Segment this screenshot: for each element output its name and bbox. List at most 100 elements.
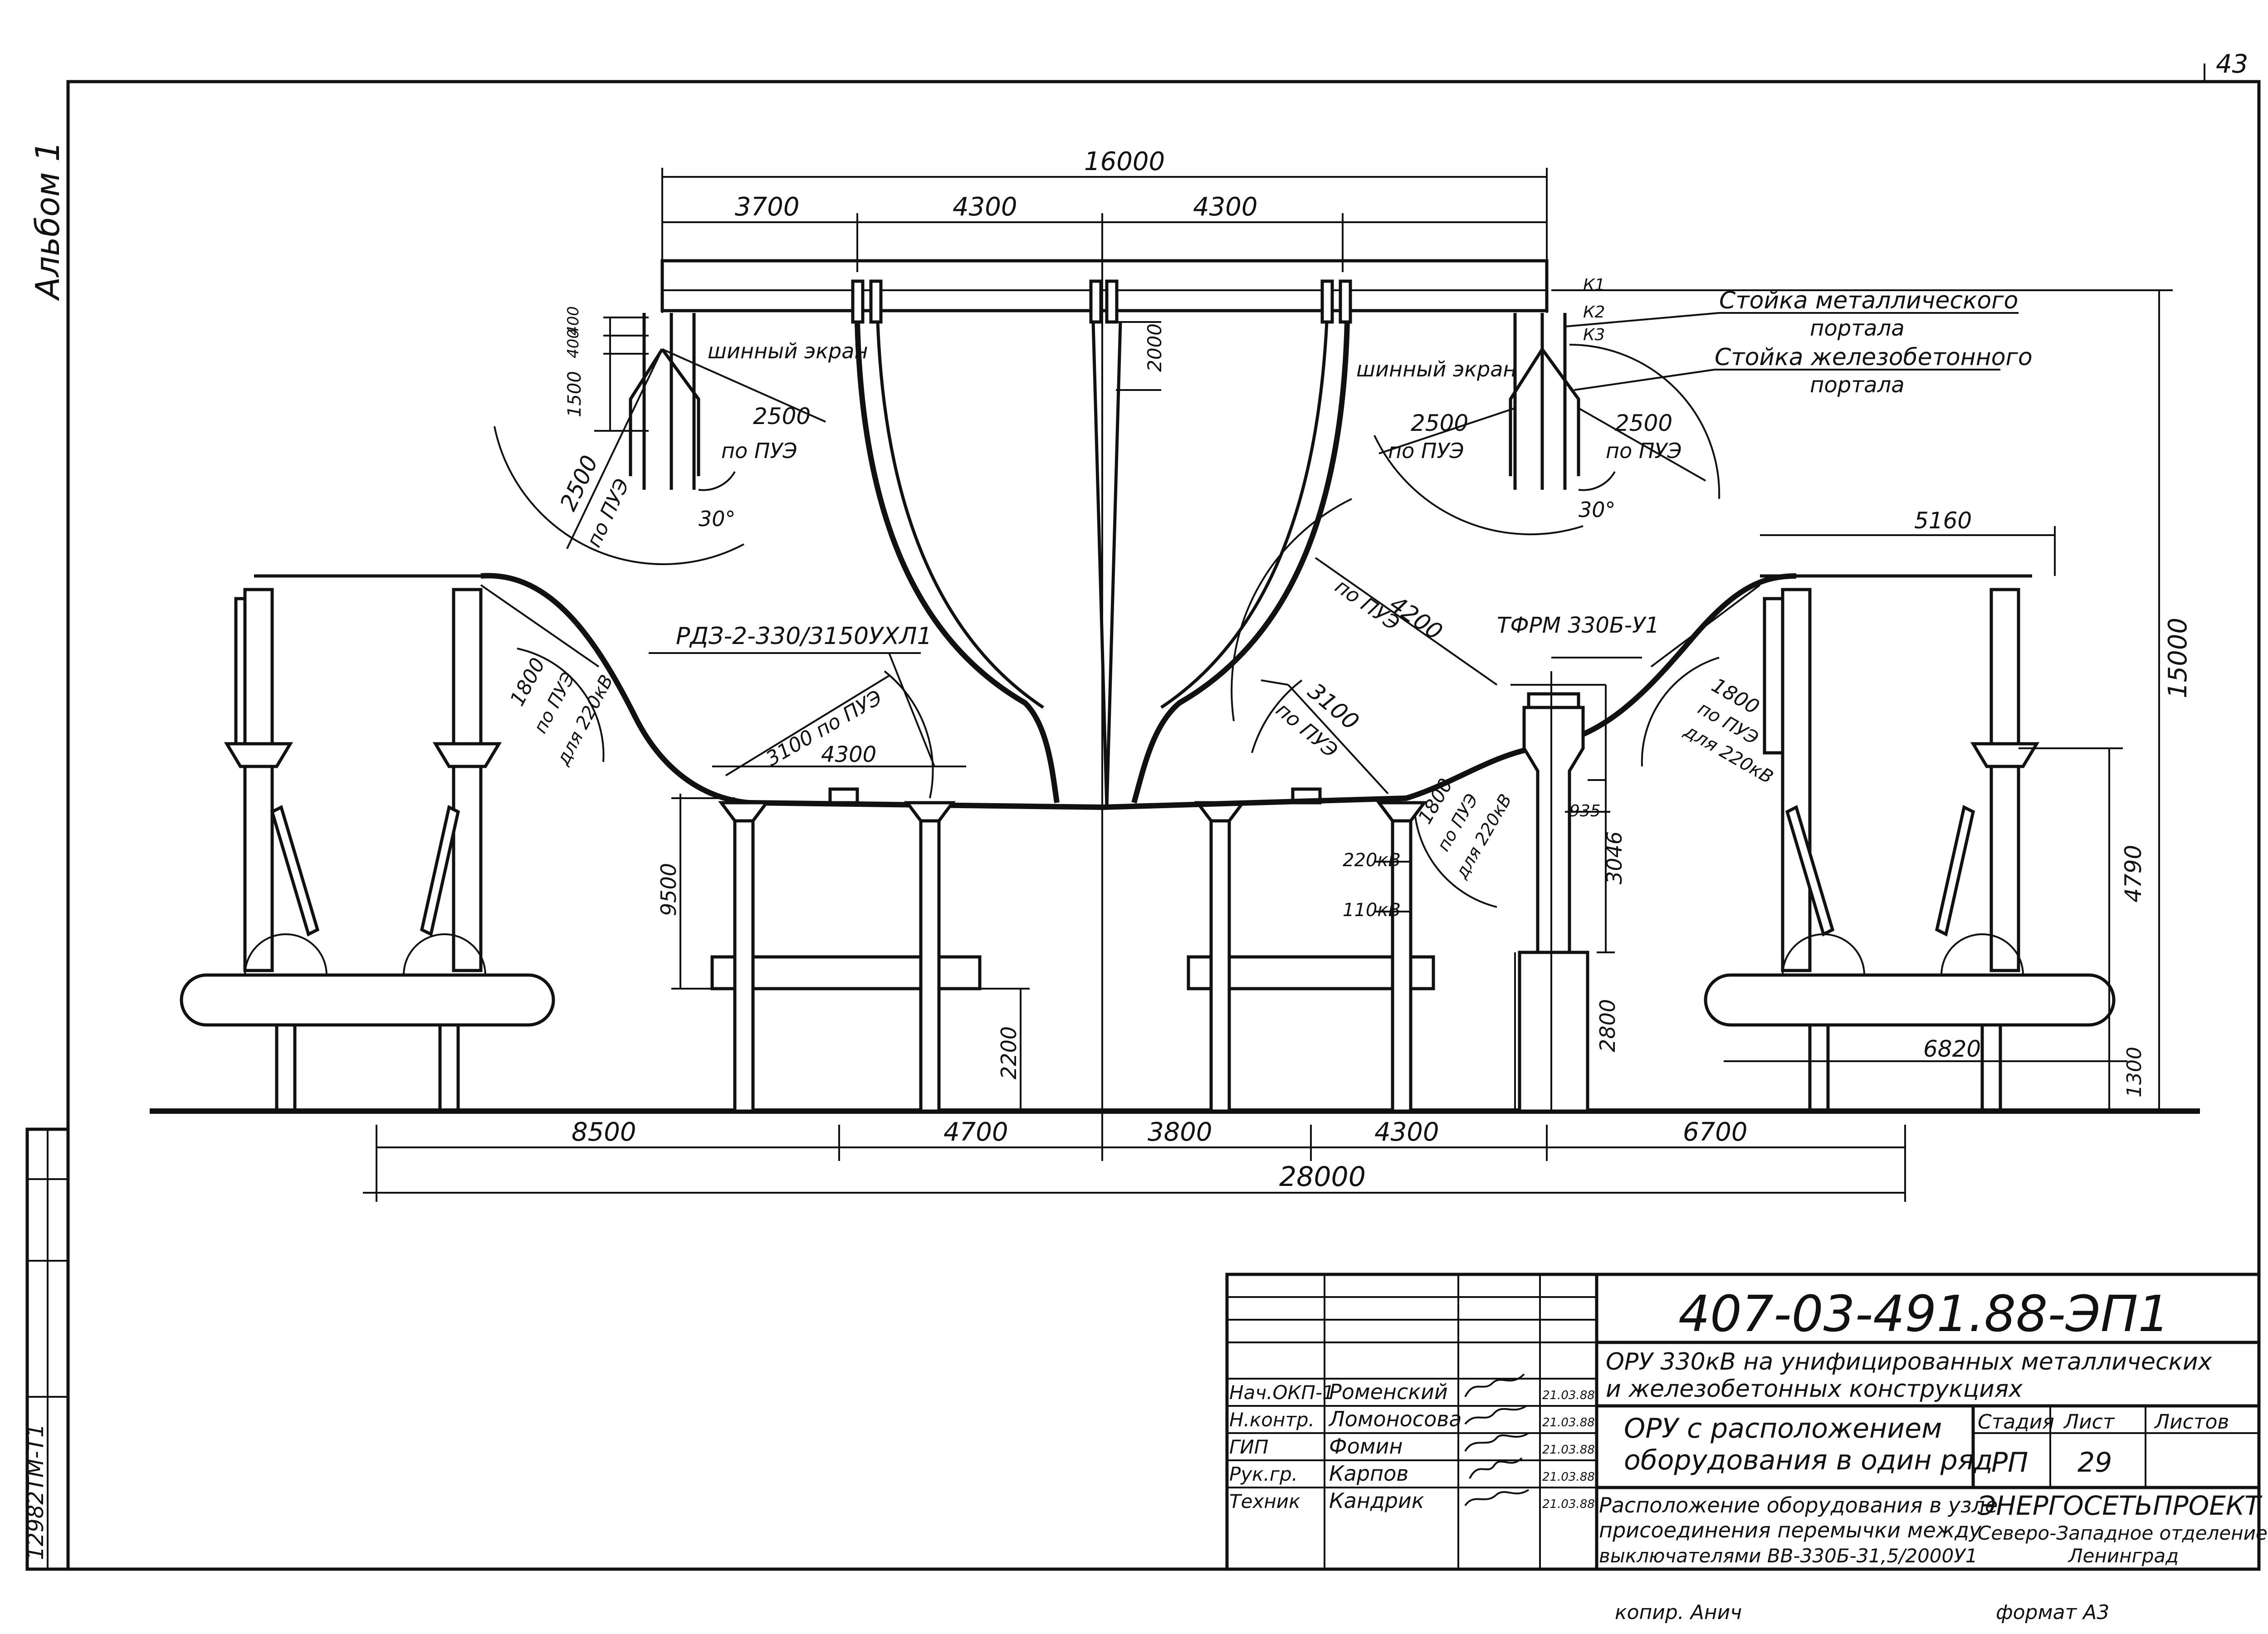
dim-w-5160: 5160 — [1914, 507, 1972, 534]
dim-rds-span: 4300 — [821, 742, 876, 767]
staff-name-4: Карпов — [1329, 1461, 1408, 1486]
dim-clear-left-h: 2500 — [753, 403, 811, 429]
stage-value: РП — [1991, 1447, 2028, 1478]
dim-h-2200: 2200 — [997, 1026, 1021, 1079]
portal-beam — [660, 259, 1549, 312]
dim-bottom-4: 4300 — [1374, 1117, 1439, 1147]
left-rdz-disconnector — [649, 652, 1030, 1113]
label-rds: РДЗ-2-330/3150УХЛ1 — [676, 623, 932, 650]
left-disconnector — [180, 574, 555, 1113]
staff-date-4: 21.03.88 — [1542, 1470, 1595, 1484]
staff-name-2: Ломоносова — [1328, 1407, 1462, 1431]
object-line2: и железобетонных конструкциях — [1606, 1375, 2023, 1403]
staff-role-2: Н.контр. — [1229, 1409, 1315, 1431]
dim-portal-v3: 1500 — [564, 371, 585, 417]
label-concrete-post-1: Стойка железобетонного — [1715, 344, 2033, 371]
label-angle-left: 30° — [699, 507, 736, 531]
post-leaders — [1564, 312, 2019, 391]
right-disconnector-dims — [1724, 526, 2127, 1111]
dim-top-total: 16000 — [1084, 147, 1165, 176]
title-block-grid — [1225, 1273, 2261, 1571]
tfrm-transformer — [1510, 657, 1642, 1113]
side-code: 12982ТМ-Т1 — [23, 1424, 49, 1560]
dim-portal-v1: 400 — [564, 306, 582, 336]
right-portal-post — [1513, 313, 1567, 490]
label-pue-left-h: по ПУЭ — [721, 439, 797, 463]
dim-clear-right-h1: 2500 — [1411, 410, 1468, 436]
sheet-title-line1: Расположение оборудования в узле — [1599, 1493, 1998, 1517]
staff-name-1: Роменский — [1329, 1380, 1448, 1404]
title-line2: оборудования в один ряд — [1624, 1444, 1993, 1476]
sheet-value: 29 — [2077, 1447, 2112, 1478]
label-k1: К1 — [1583, 276, 1605, 294]
staff-role-1: Нач.ОКП-1 — [1229, 1381, 1334, 1404]
label-220kv: 220кВ — [1343, 850, 1401, 871]
staff-date-5: 21.03.88 — [1542, 1497, 1595, 1511]
dim-top-mid-left: 4300 — [953, 192, 1017, 222]
dim-drop-height: 2000 — [1144, 323, 1166, 372]
label-k3: К3 — [1583, 326, 1605, 344]
dim-bottom-total: 28000 — [1279, 1161, 1366, 1193]
bottom-dimension-chain — [363, 1125, 1906, 1202]
staff-role-4: Рук.гр. — [1229, 1463, 1298, 1485]
dim-h-935: 935 — [1569, 802, 1601, 820]
right-bus-connection — [1102, 573, 1797, 810]
album-label: Альбом 1 — [29, 141, 67, 301]
sheets-header: Листов — [2154, 1410, 2229, 1434]
sheet-title-line3: выключателями ВВ-330Б-31,5/2000У1 — [1599, 1545, 1978, 1567]
dim-bottom-5: 6700 — [1683, 1117, 1748, 1147]
staff-name-3: Фомин — [1329, 1434, 1403, 1458]
left-bus-connection — [480, 573, 1103, 810]
doc-code: 407-03-491.88-ЭП1 — [1678, 1285, 2170, 1343]
dim-portal-v2: 400 — [564, 329, 582, 358]
dim-clear-right-h2: 2500 — [1615, 410, 1672, 436]
dim-top-left: 3700 — [735, 192, 800, 222]
label-bus-screen-left: шинный экран — [708, 339, 868, 363]
dim-h-2800: 2800 — [1595, 999, 1620, 1052]
page-number: 43 — [2216, 49, 2248, 79]
object-line1: ОРУ 330кВ на унифицированных металлическ… — [1606, 1348, 2213, 1375]
dim-bottom-1: 8500 — [572, 1117, 636, 1147]
sheet-title-line2: присоединения перемычки между — [1599, 1518, 1982, 1542]
dim-h-9500: 9500 — [656, 863, 681, 916]
title-line1: ОРУ с расположением — [1624, 1413, 1942, 1444]
bus-screen-right — [1374, 344, 1721, 536]
left-clearance-1800 — [480, 584, 605, 762]
total-height-dim — [1551, 289, 2173, 1111]
label-pue-right-2: по ПУЭ — [1606, 439, 1682, 463]
org-line2: Северо-Западное отделение — [1978, 1522, 2268, 1544]
copy-label: копир. Анич — [1615, 1601, 1742, 1624]
dim-top-mid-right: 4300 — [1193, 192, 1258, 222]
left-portal-post — [594, 313, 696, 490]
label-tfrm: ТФРМ 330Б-У1 — [1497, 613, 1659, 638]
label-bus-screen-right: шинный экран — [1356, 357, 1516, 381]
dim-total-height: 15000 — [2163, 618, 2193, 698]
dim-h-3046: 3046 — [1602, 831, 1627, 884]
right-rdz-disconnector — [1187, 498, 1498, 1113]
signatures — [1464, 1373, 1530, 1507]
staff-date-3: 21.03.88 — [1542, 1443, 1595, 1457]
label-metal-post-2: портала — [1810, 316, 1905, 341]
dim-h-1300: 1300 — [2123, 1047, 2146, 1097]
staff-role-3: ГИП — [1229, 1436, 1268, 1458]
label-angle-right: 30° — [1579, 498, 1616, 522]
sheet-frame — [66, 63, 2261, 1571]
staff-name-5: Кандрик — [1329, 1488, 1424, 1513]
staff-role-5: Техник — [1229, 1490, 1300, 1512]
sheet-header: Лист — [2063, 1410, 2115, 1434]
stage-header: Стадия — [1978, 1410, 2054, 1434]
label-pue-right-1: по ПУЭ — [1388, 439, 1464, 463]
label-concrete-post-2: портала — [1810, 372, 1905, 398]
staff-date-2: 21.03.88 — [1542, 1416, 1595, 1429]
org-line3: Ленинград — [2068, 1545, 2179, 1567]
right-disconnector — [1641, 574, 2116, 1113]
dim-h-4790: 4790 — [2120, 845, 2146, 902]
dim-bottom-3: 3800 — [1148, 1117, 1212, 1147]
dim-bottom-2: 4700 — [943, 1117, 1008, 1147]
label-k2: К2 — [1583, 303, 1605, 322]
org-line1: ЭНЕРГОСЕТЬПРОЕКТ — [1977, 1490, 2263, 1521]
label-metal-post-1: Стойка металлического — [1719, 287, 2018, 314]
dim-clear-left-d: 2500 — [555, 451, 603, 515]
dim-w-6820: 6820 — [1923, 1036, 1981, 1062]
